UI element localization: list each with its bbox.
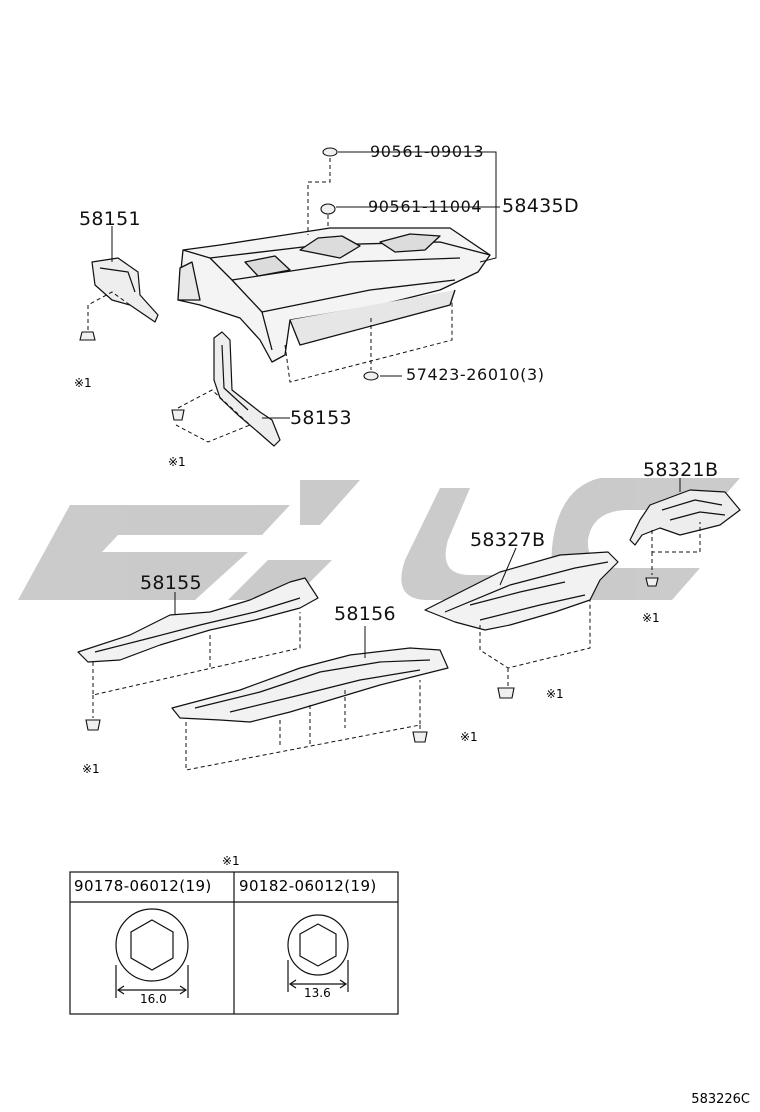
drawing-id: 583226C (691, 1092, 750, 1107)
part-label-90561-09013: 90561-09013 (370, 142, 485, 161)
note-mark: ※1 (74, 376, 92, 390)
note-mark: ※1 (642, 611, 660, 625)
part-label-58155: 58155 (140, 572, 202, 594)
dashed-guides (87, 158, 701, 771)
part-label-58435d: 58435D (502, 195, 579, 217)
fastener-90178-drawing (115, 908, 189, 998)
note-mark: ※1 (460, 730, 478, 744)
note-mark: ※1 (168, 455, 186, 469)
part-label-57423-26010: 57423-26010(3) (406, 365, 545, 384)
part-label-58321b: 58321B (643, 459, 719, 481)
dimension-16-0: 16.0 (140, 992, 167, 1006)
note-mark: ※1 (82, 762, 100, 776)
bracket-58151 (91, 257, 159, 323)
fasteners (79, 147, 659, 743)
dimension-13-6: 13.6 (304, 986, 331, 1000)
fastener-table-header-90178: 90178-06012(19) (74, 877, 212, 895)
heat-insulator-58435d (177, 227, 491, 363)
heat-insulator-58155 (77, 577, 319, 663)
part-label-90561-11004: 90561-11004 (368, 197, 483, 216)
fastener-table-frame (69, 871, 399, 1015)
leader-lines (111, 151, 681, 658)
part-label-58156: 58156 (334, 603, 396, 625)
part-label-58151: 58151 (79, 208, 141, 230)
heat-insulator-58156 (171, 647, 449, 723)
fastener-table-title: ※1 (222, 854, 240, 868)
part-label-58327b: 58327B (470, 529, 546, 551)
fastener-table-header-90182: 90182-06012(19) (239, 877, 377, 895)
heat-insulator-58321b (629, 489, 741, 546)
note-mark: ※1 (546, 687, 564, 701)
fastener-90182-drawing (287, 914, 349, 992)
part-label-58153: 58153 (290, 407, 352, 429)
